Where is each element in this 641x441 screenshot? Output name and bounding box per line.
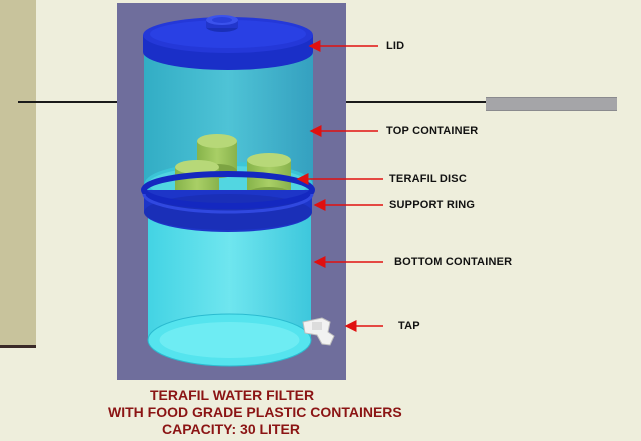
lid xyxy=(143,15,313,70)
label-tap: TAP xyxy=(398,320,420,332)
caption-line-3: CAPACITY: 30 LITER xyxy=(162,421,300,437)
right-gray-bar xyxy=(486,97,617,111)
label-support-ring: SUPPORT RING xyxy=(389,199,476,211)
label-top-container: TOP CONTAINER xyxy=(386,125,479,137)
support-ring xyxy=(141,171,315,232)
tap xyxy=(302,317,335,346)
label-lid: LID xyxy=(386,40,405,52)
label-terafil-disc: TERAFIL DISC xyxy=(389,173,467,185)
bottom-container xyxy=(147,205,312,367)
right-horizontal-line xyxy=(346,101,486,103)
left-strip-underline xyxy=(0,345,36,348)
label-bottom-container: BOTTOM CONTAINER xyxy=(394,256,513,268)
caption-line-1: TERAFIL WATER FILTER xyxy=(150,387,315,403)
caption-line-2: WITH FOOD GRADE PLASTIC CONTAINERS xyxy=(108,404,402,420)
left-decorative-strip xyxy=(0,0,36,345)
left-horizontal-line xyxy=(18,101,117,103)
